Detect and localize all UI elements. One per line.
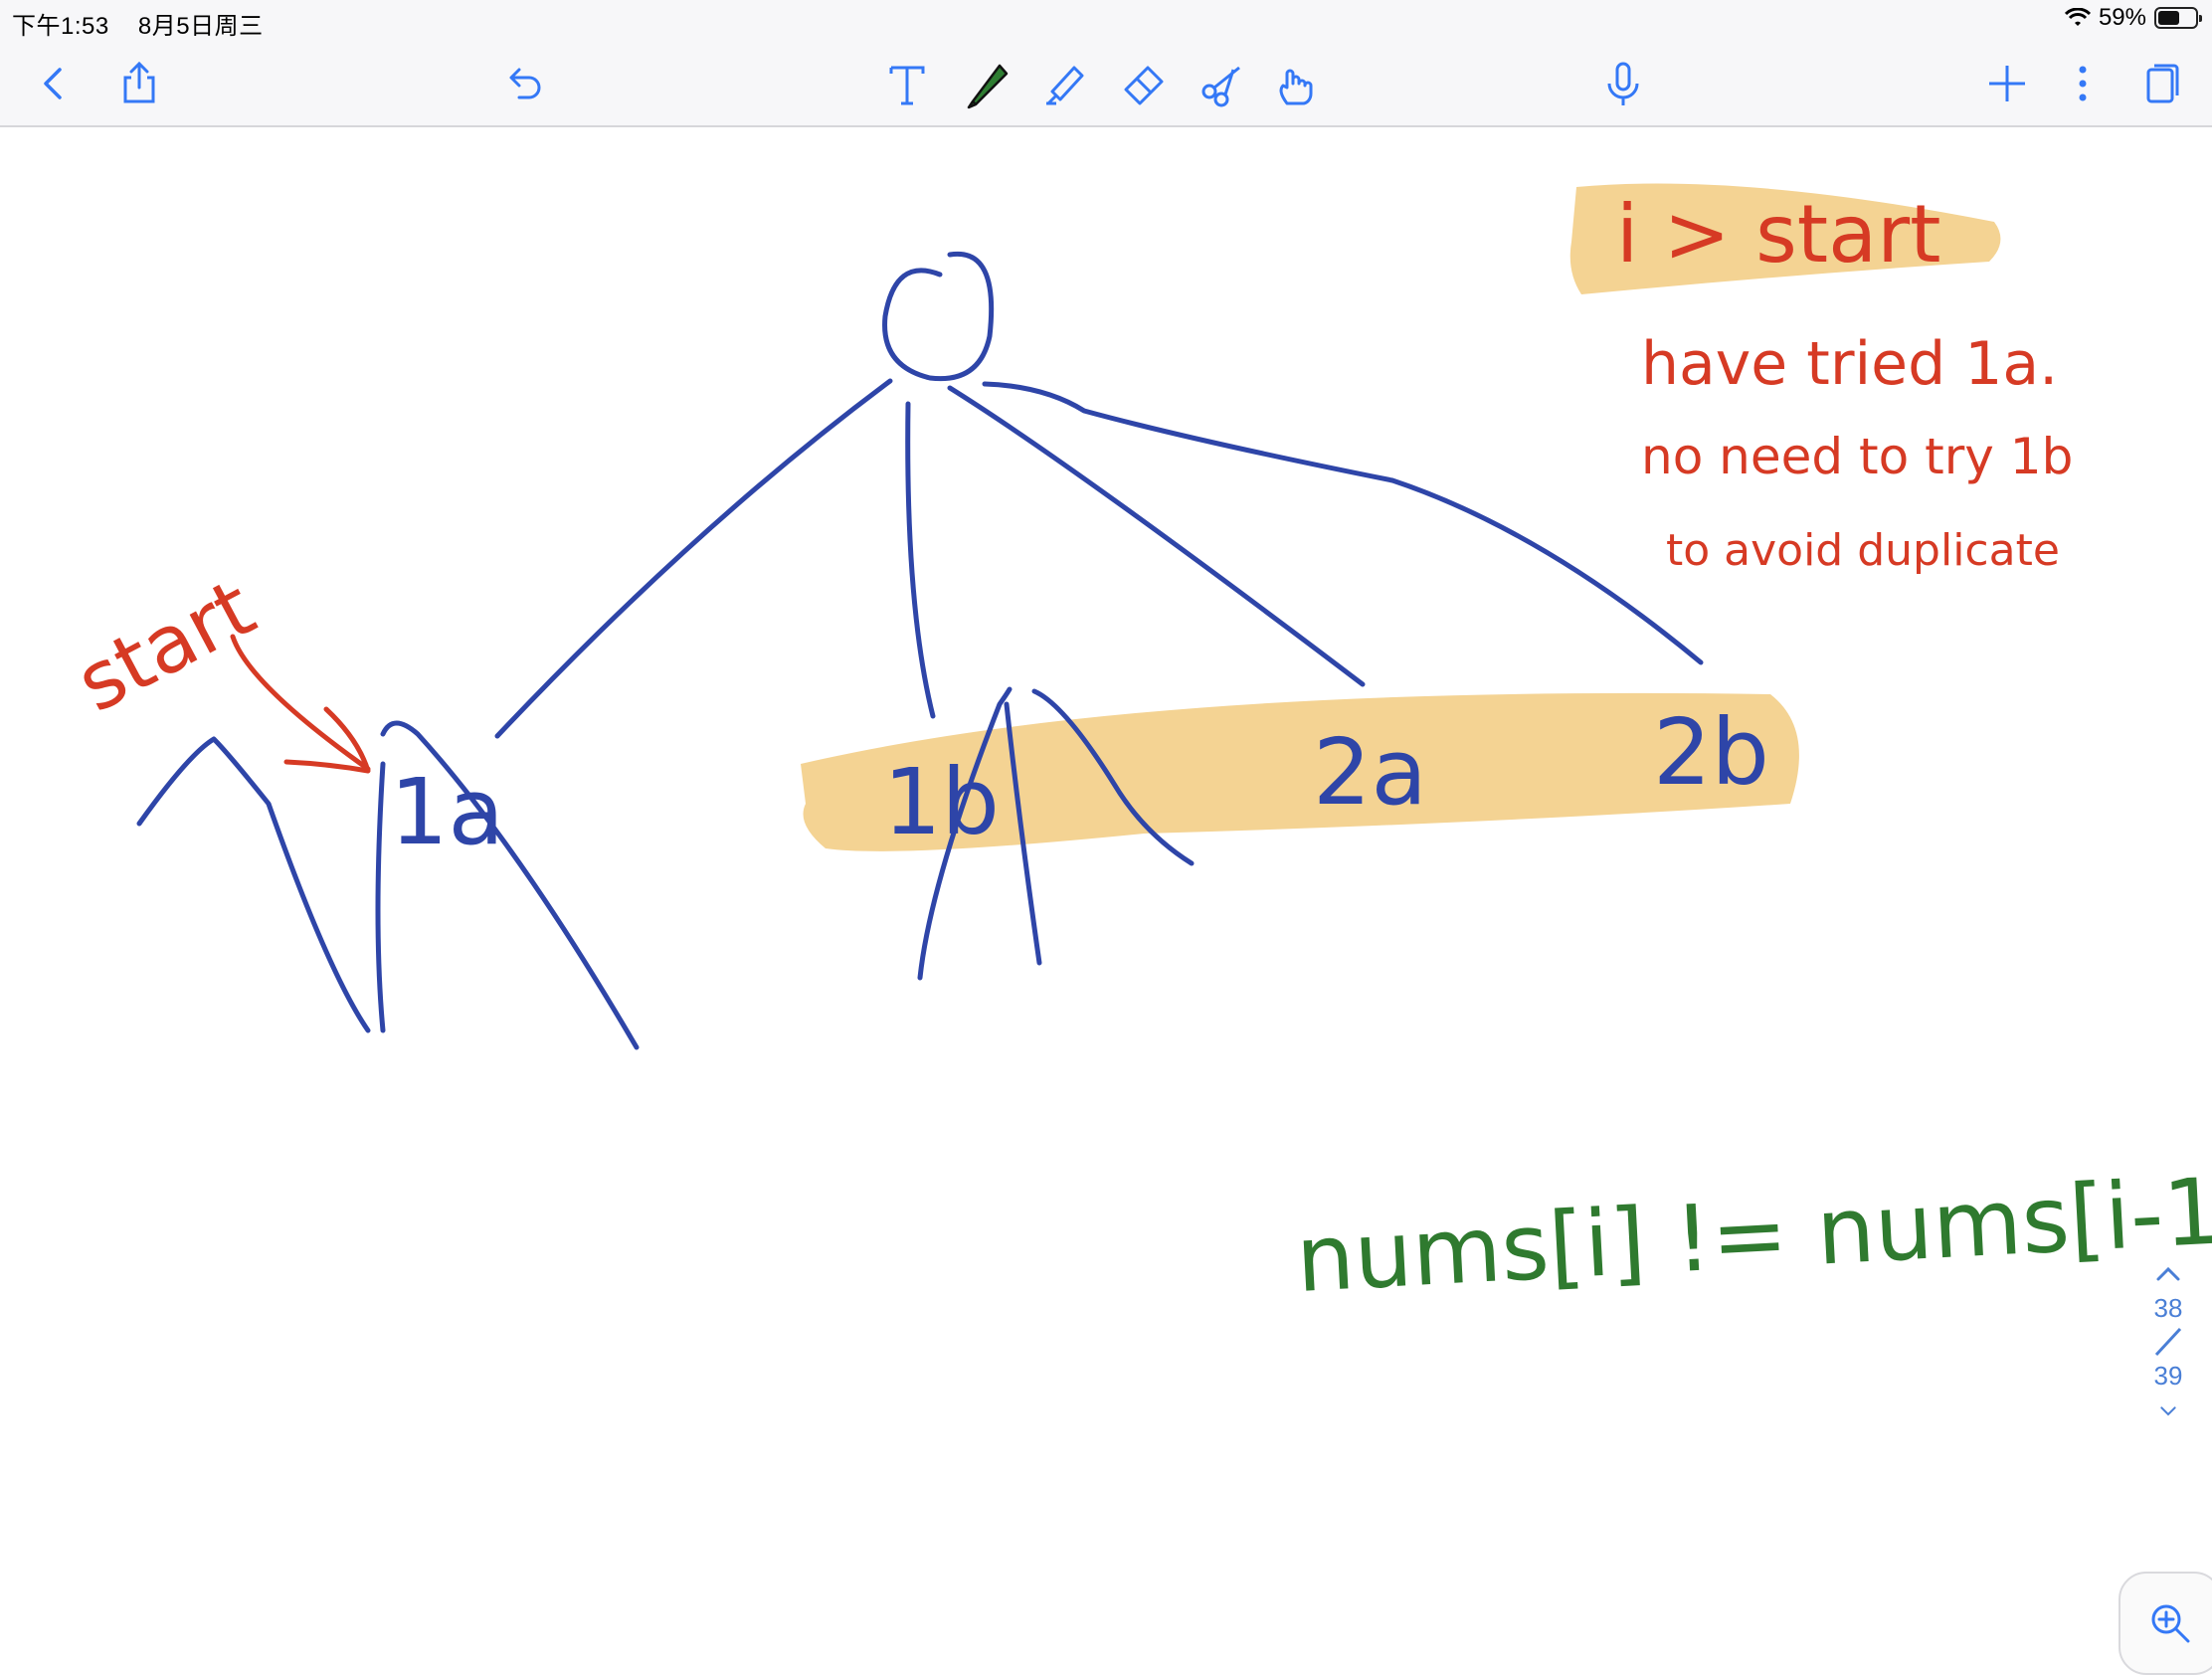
label-1b: 1b: [883, 749, 1000, 855]
formula-text: nums[i] != nums[i-1]: [1294, 1156, 2212, 1312]
highlighter-icon: [1046, 66, 1084, 105]
battery-fill: [2158, 11, 2179, 25]
total-pages: 39: [2153, 1361, 2183, 1391]
text-tool-button[interactable]: [877, 54, 937, 113]
undo-icon: [509, 68, 541, 99]
pages-button[interactable]: [2132, 54, 2192, 113]
subtree-1b-right: [1031, 688, 1195, 866]
explanation-line-1: have tried 1a.: [1641, 329, 2058, 399]
subtree-1b-left: [917, 686, 1013, 981]
text-tool-icon: [889, 66, 925, 105]
hand-tool-button[interactable]: [1267, 54, 1327, 113]
lasso-scissors-icon: [1201, 66, 1240, 107]
more-button[interactable]: [2053, 54, 2113, 113]
status-date: 8月5日周三: [137, 13, 264, 40]
subtree-1a-left: [136, 736, 371, 1033]
back-icon: [44, 68, 62, 99]
battery-nub: [2199, 15, 2202, 22]
back-button[interactable]: [24, 54, 84, 113]
battery-percent: 59%: [2098, 4, 2146, 31]
battery-icon: [2154, 7, 2202, 29]
pen-tool-button[interactable]: [957, 54, 1016, 113]
arrow-head: [283, 706, 371, 774]
label-1a: 1a: [390, 759, 504, 865]
page-down-icon[interactable]: [2128, 1391, 2208, 1430]
share-icon: [123, 61, 155, 103]
page-indicator: 38 39: [2128, 1253, 2208, 1512]
highlight-strokes: [801, 183, 2001, 851]
add-page-button[interactable]: [1977, 54, 2037, 113]
highlighter-button[interactable]: [1034, 54, 1094, 113]
red-arrow: [230, 634, 371, 774]
highlight-children: [801, 692, 1799, 851]
blue-labels: 1a 1b 2a 2b: [390, 699, 1769, 865]
pages-icon: [2146, 64, 2179, 103]
root-node: [882, 251, 995, 382]
page-up-icon[interactable]: [2128, 1253, 2208, 1293]
microphone-icon: [1607, 62, 1639, 105]
blue-tree-strokes: [136, 251, 1704, 1050]
current-page: 38: [2153, 1293, 2183, 1323]
label-2b: 2b: [1653, 699, 1769, 806]
record-audio-button[interactable]: [1593, 54, 1653, 113]
edge-root-2a: [947, 385, 1366, 687]
note-canvas[interactable]: 1a 1b 2a 2b start i > start have tried 1…: [0, 127, 2212, 1659]
share-button[interactable]: [109, 54, 169, 113]
add-page-icon: [1989, 66, 2025, 101]
pen-tool-icon: [967, 64, 1009, 109]
explanation-line-2: no need to try 1b: [1641, 428, 2073, 485]
eraser-button[interactable]: [1114, 54, 1174, 113]
highlight-condition: [1569, 183, 2001, 294]
subtree-1a-middle: [375, 761, 386, 1033]
edge-root-2b: [982, 381, 1704, 665]
toolbar: [0, 40, 2212, 127]
eraser-icon: [1124, 66, 1164, 105]
green-annotation: nums[i] != nums[i-1]: [1294, 1156, 2212, 1312]
status-time: 下午1:53: [12, 13, 109, 40]
status-left: 下午1:53 8月5日周三: [12, 6, 285, 41]
status-right: 59%: [2064, 4, 2202, 32]
explanation-line-3: to avoid duplicate: [1666, 525, 2060, 576]
edge-root-1a: [494, 378, 893, 739]
hand-pointer-icon: [1279, 69, 1313, 105]
page-separator: [2154, 1327, 2182, 1357]
zoom-in-icon: [2151, 1604, 2190, 1643]
subtree-1a-right: [380, 720, 640, 1050]
condition-text: i > start: [1616, 188, 1940, 280]
status-bar: 下午1:53 8月5日周三 59%: [0, 0, 2212, 40]
edge-root-1b: [905, 401, 936, 719]
wifi-icon: [2064, 8, 2091, 26]
lasso-button[interactable]: [1194, 54, 1253, 113]
red-annotations: start i > start have tried 1a. no need t…: [62, 188, 2073, 730]
more-icon: [2079, 66, 2087, 101]
subtree-1b-middle: [1004, 701, 1042, 966]
label-2a: 2a: [1313, 719, 1427, 826]
undo-button[interactable]: [493, 54, 553, 113]
zoom-button[interactable]: [2119, 1572, 2212, 1675]
arrow-shaft: [230, 634, 371, 772]
